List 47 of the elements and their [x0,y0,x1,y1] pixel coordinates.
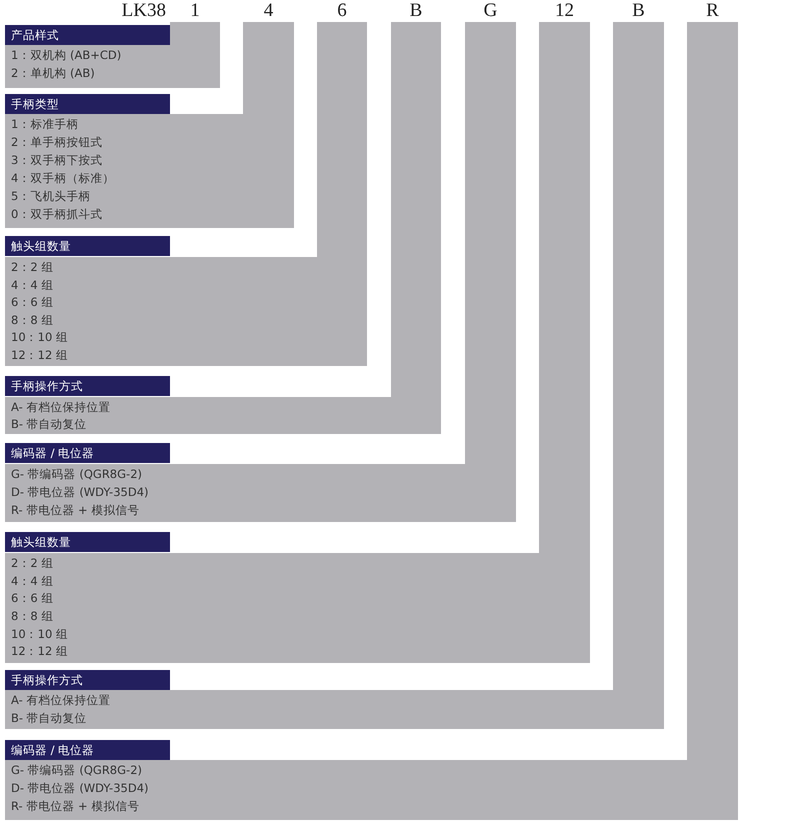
code-character: 1 [190,0,200,22]
code-character: 12 [555,0,574,22]
code-character: 4 [264,0,274,22]
option-text: 12：12 组 [11,346,68,364]
option-text: 2：2 组 [11,259,54,276]
option-text: R- 带电位器 + 模拟信号 [11,798,140,815]
option-text: A- 有档位保持位置 [11,692,110,709]
option-text: 10：10 组 [11,329,68,346]
option-text: 5：飞机头手柄 [11,188,90,205]
section-heading: 手柄类型 [5,94,170,114]
option-text: 3：双手柄下按式 [11,152,102,169]
section-heading: 产品样式 [5,25,170,45]
section-heading: 手柄操作方式 [5,670,170,690]
option-text: 6：6 组 [11,590,54,608]
option-text: 8：8 组 [11,312,54,328]
section-heading: 触头组数量 [5,532,170,552]
option-text: 4：4 组 [11,572,54,590]
code-character: LK38 [122,0,166,22]
option-text: B- 带自动复位 [11,416,87,432]
option-text: G- 带编码器 (QGR8G-2) [11,762,142,779]
section-heading: 编码器 / 电位器 [5,443,170,463]
section-heading: 触头组数量 [5,236,170,256]
option-text: 12：12 组 [11,643,68,660]
option-text: A- 有档位保持位置 [11,399,110,416]
option-text: B- 带自动复位 [11,710,87,726]
code-character: 6 [337,0,347,22]
option-text: 4：双手柄（标准） [11,170,114,187]
code-character: B [410,0,422,22]
option-text: 2：单机构 (AB) [11,65,95,82]
option-text: 0：双手柄抓斗式 [11,206,102,223]
option-text: 2：2 组 [11,555,54,572]
option-text: D- 带电位器 (WDY-35D4) [11,484,149,501]
option-text: 2：单手柄按钮式 [11,134,102,151]
code-character: B [632,0,645,22]
option-text: 10：10 组 [11,626,68,643]
option-text: D- 带电位器 (WDY-35D4) [11,780,149,797]
option-text: 1：标准手柄 [11,116,78,133]
option-text: G- 带编码器 (QGR8G-2) [11,466,142,483]
option-text: 4：4 组 [11,276,54,294]
option-text: R- 带电位器 + 模拟信号 [11,502,140,519]
code-character: R [706,0,719,22]
code-character: G [484,0,498,22]
section-heading: 手柄操作方式 [5,376,170,396]
option-text: 8：8 组 [11,608,54,625]
option-text: 1：双机构 (AB+CD) [11,47,122,64]
option-text: 6：6 组 [11,294,54,311]
section-heading: 编码器 / 电位器 [5,740,170,760]
